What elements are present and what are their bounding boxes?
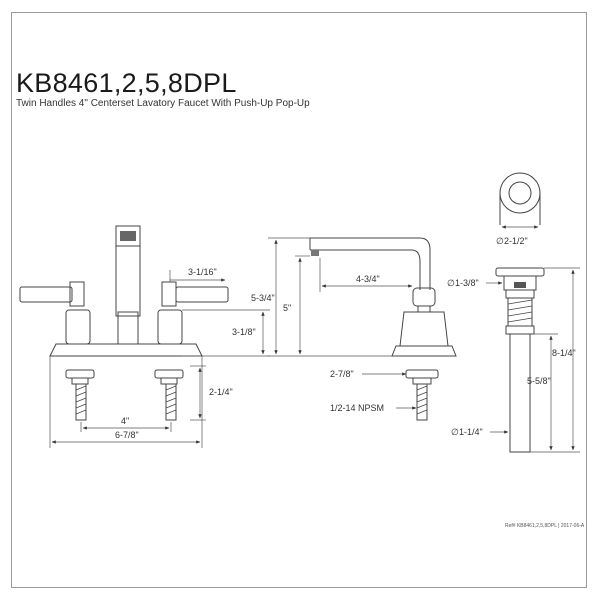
- diameter-symbol-icon: ∅: [447, 278, 455, 288]
- drain-dimensions: [486, 225, 580, 453]
- dim-drain-cap-dia: 2-1/2": [504, 236, 528, 246]
- reference-number: Ref# KB8461,2,5,8DPL | 2017-06-A: [505, 523, 585, 529]
- front-dimensions: [49, 270, 270, 448]
- dim-drain-tail: 5-5/8": [527, 376, 551, 386]
- dim-drain-body-dia: 1-3/8": [455, 278, 479, 288]
- dim-thread: 1/2-14 NPSM: [330, 403, 384, 413]
- side-dimension-labels: 5-3/4" 5" 4-3/4" 2-7/8" 1/2-14 NPSM: [251, 274, 384, 413]
- dim-base-width: 6-7/8": [115, 430, 139, 440]
- dim-center: 4": [121, 416, 129, 426]
- dim-handle-offset: 3-1/16": [188, 267, 217, 277]
- dim-drain-overall: 8-1/4": [552, 348, 576, 358]
- side-view: [309, 237, 457, 421]
- dim-spout-clear-height: 5": [283, 303, 291, 313]
- drawing-frame: [11, 12, 587, 588]
- front-dimension-labels: 3-1/16" 3-1/8" 2-1/4" 4" 6-7/8": [115, 267, 256, 440]
- diameter-symbol-icon: ∅: [451, 427, 459, 437]
- dim-shank-length: 2-1/4": [209, 387, 233, 397]
- model-number: KB8461,2,5,8DPL: [16, 68, 237, 98]
- drain-dimension-labels: ∅ 2-1/2" ∅ 1-3/8" 8-1/4" 5-5/8" ∅ 1-1/4": [447, 236, 576, 437]
- side-dimensions: [268, 237, 417, 410]
- dim-overall-height: 5-3/4": [251, 293, 275, 303]
- drain-view: [495, 172, 545, 453]
- diameter-symbol-icon: ∅: [496, 236, 504, 246]
- dim-spout-reach: 4-3/4": [356, 274, 380, 284]
- dim-drain-tail-dia: 1-1/4": [459, 427, 483, 437]
- dim-base-depth: 2-7/8": [330, 369, 354, 379]
- product-description: Twin Handles 4" Centerset Lavatory Fauce…: [16, 98, 310, 109]
- dim-spout-height: 3-1/8": [232, 327, 256, 337]
- front-view: [19, 225, 229, 421]
